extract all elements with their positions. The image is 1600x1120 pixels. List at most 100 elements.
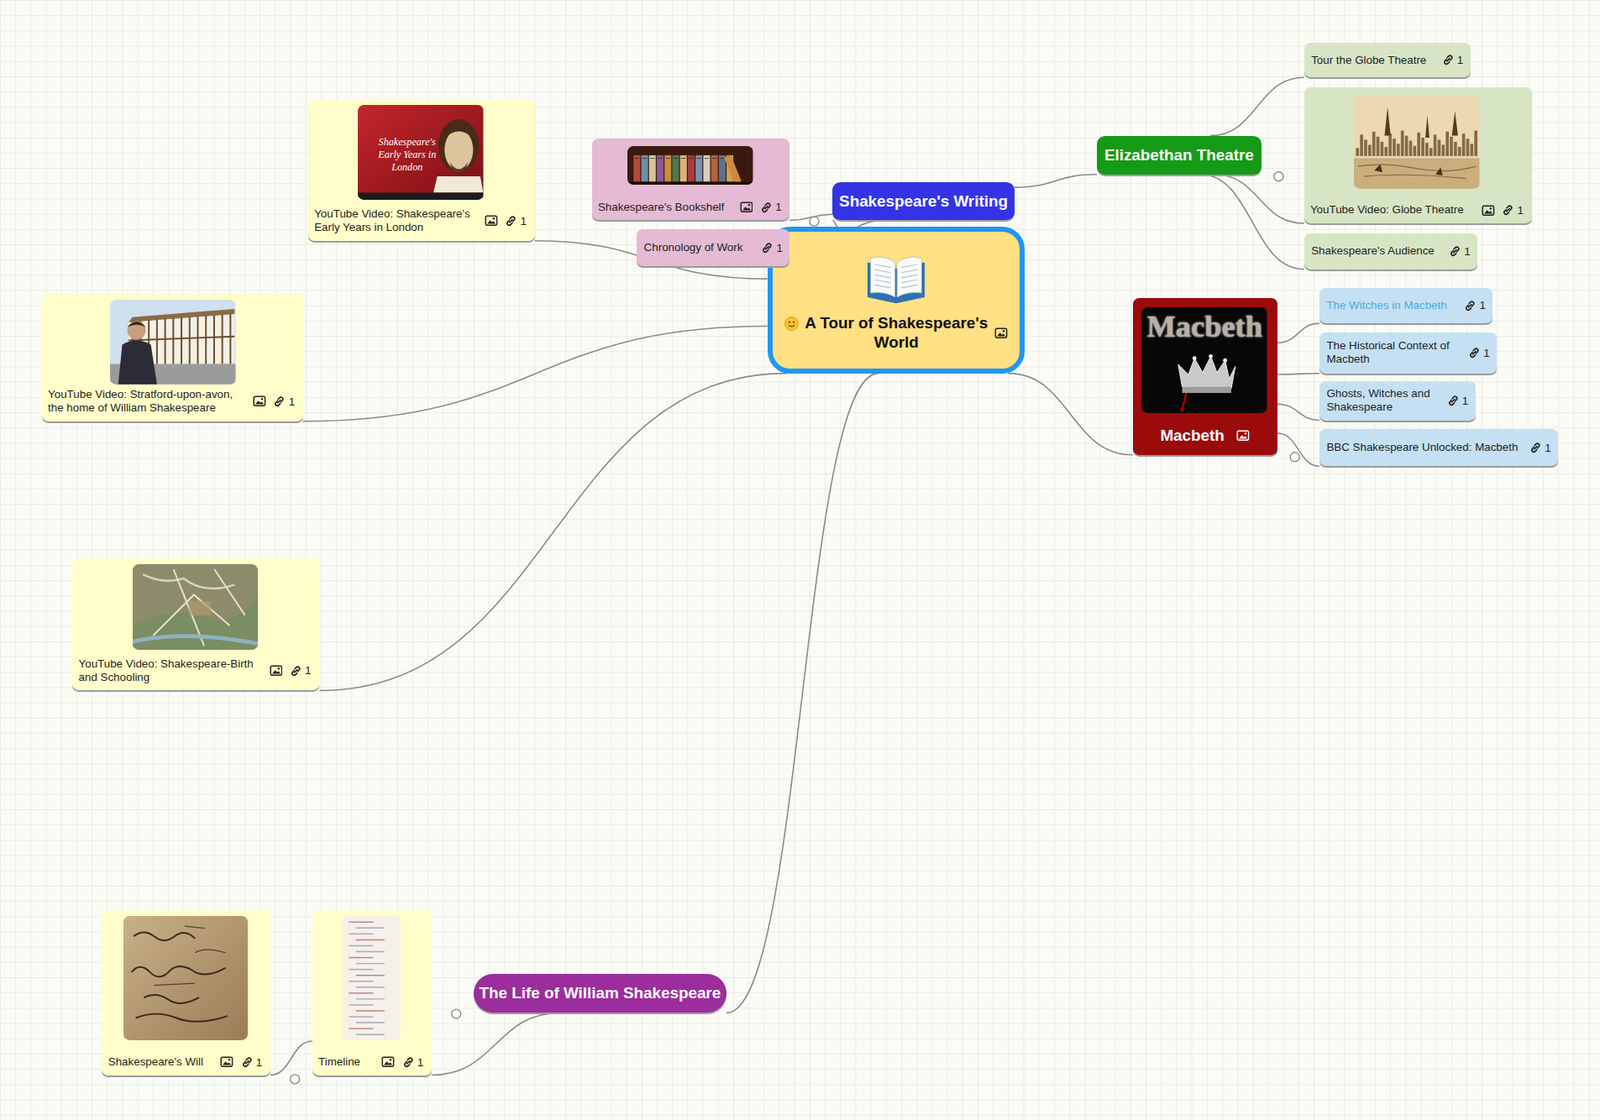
thumbnail-image-part-part bbox=[131, 932, 228, 1022]
book-emoji bbox=[863, 250, 929, 308]
main-topic: MacbethMacbeth bbox=[1133, 298, 1279, 456]
image-icon-part-part bbox=[389, 1059, 392, 1061]
thumbnail-image-part-part bbox=[348, 945, 373, 947]
link-icon-part-part bbox=[1504, 209, 1510, 216]
thumbnail-image-part-part bbox=[697, 157, 703, 159]
thumbnail-image-part-part bbox=[348, 969, 373, 971]
link-icon-part bbox=[1447, 394, 1460, 408]
thumbnail-image-part-part bbox=[1433, 134, 1438, 157]
thumbnail-image-part-part bbox=[1192, 356, 1197, 361]
caption-row: YouTube Video: Globe Theatre1 bbox=[1310, 203, 1524, 217]
thumbnail-image-part-part bbox=[127, 321, 147, 341]
thumbnail-image-part-part bbox=[156, 319, 158, 364]
thumbnail-image-part-part bbox=[673, 157, 679, 159]
image-icon-part bbox=[1481, 204, 1496, 216]
link-count: 1 bbox=[1468, 346, 1490, 360]
subtopic-label: Timeline bbox=[318, 1055, 375, 1070]
image-icon-part-part bbox=[383, 1062, 393, 1066]
subtopic-card: Timeline 1 bbox=[312, 910, 432, 1076]
thumbnail-image-part-part bbox=[356, 1010, 385, 1012]
thumbnail-image-part-part bbox=[356, 928, 385, 929]
thumbnail-image-part-part bbox=[1405, 136, 1409, 157]
subtopic-label: The Witches in Macbeth bbox=[1326, 299, 1459, 313]
thumbnail-image-part-part bbox=[1353, 94, 1480, 189]
link-icon-part bbox=[1529, 441, 1543, 455]
thumbnail-image-part-part bbox=[128, 336, 235, 341]
thumbnail-image-part-part bbox=[357, 104, 483, 200]
thumbnail-image-part-part bbox=[356, 986, 385, 988]
thumbnail-image-part-part bbox=[1182, 393, 1187, 410]
caption-row: Shakespeare's Bookshelf1 bbox=[598, 200, 782, 215]
thumbnail-image-part-part bbox=[1182, 386, 1232, 393]
thumbnail-image-part-part bbox=[127, 321, 147, 328]
link-count-number: 1 bbox=[1457, 53, 1464, 67]
caption-row: Macbeth bbox=[1138, 426, 1272, 446]
thumbnail-image-part-part bbox=[656, 155, 664, 183]
branch-connector bbox=[1014, 174, 1097, 188]
thumbnail-image-part-part bbox=[188, 317, 191, 365]
thumbnail-image-part-part bbox=[1400, 130, 1405, 156]
book-emoji-part-part bbox=[901, 269, 918, 273]
link-icon-part-part bbox=[403, 1061, 410, 1067]
image-icon-part-part bbox=[493, 217, 495, 220]
thumbnail-image-part-part bbox=[703, 155, 711, 183]
thumbnail-image-part-part bbox=[1392, 138, 1396, 157]
thumbnail-image-part-part bbox=[152, 569, 245, 646]
book-emoji-part-part bbox=[874, 264, 891, 268]
thumbnail-image bbox=[342, 916, 401, 1041]
branch-dot bbox=[290, 1075, 300, 1085]
thumbnail-image-part-part bbox=[1421, 137, 1425, 157]
branch-connector bbox=[1200, 174, 1305, 270]
link-count: 1 bbox=[1447, 394, 1469, 408]
thumbnail-image-part-part bbox=[1358, 164, 1477, 179]
thumbnail-image-part-part bbox=[1429, 147, 1433, 157]
book-emoji-part bbox=[863, 250, 929, 308]
thumbnail-image-part-part bbox=[1356, 147, 1360, 157]
link-icon-part bbox=[1463, 299, 1477, 313]
link-icon-part-part bbox=[1468, 304, 1472, 307]
link-icon-part-part bbox=[246, 1058, 252, 1064]
link-icon-part-part bbox=[765, 203, 771, 209]
link-icon bbox=[760, 201, 773, 215]
link-count-number: 1 bbox=[1479, 299, 1485, 312]
thumbnail-image-part-part bbox=[1388, 133, 1392, 157]
thumbnail-image-part-part bbox=[723, 154, 742, 184]
link-count: 1 bbox=[1448, 245, 1471, 258]
link-icon-part-part bbox=[1531, 447, 1538, 453]
link-count: 1 bbox=[241, 1056, 263, 1070]
link-icon-part-part bbox=[765, 246, 769, 250]
thumbnail-image-part-part bbox=[627, 181, 753, 185]
thumbnail-image-part-part bbox=[1466, 138, 1470, 157]
image-icon-part bbox=[1236, 430, 1250, 441]
thumbnail-image-part-part bbox=[695, 155, 703, 183]
thumbnail-image-part-part bbox=[1409, 141, 1413, 157]
image-icon bbox=[269, 665, 284, 677]
link-count-number: 1 bbox=[417, 1056, 424, 1070]
image-icon-part-part bbox=[1244, 432, 1247, 435]
link-count: 1 bbox=[1501, 204, 1524, 217]
thumbnail-image: Shakespeare's Early Years in London bbox=[357, 104, 483, 200]
link-count-number: 1 bbox=[1483, 346, 1490, 360]
thumbnail-image-part-part bbox=[348, 957, 373, 959]
subtopic-card: YouTube Video: Globe Theatre1 bbox=[1304, 87, 1532, 224]
thumbnail-image-part-part bbox=[142, 574, 235, 589]
thumbnail-image-part-part bbox=[704, 157, 710, 159]
subtopic-card: Tour the Globe Theatre1 bbox=[1304, 42, 1471, 78]
link-count-number: 1 bbox=[304, 664, 311, 677]
branch-connector bbox=[1277, 403, 1320, 420]
thumbnail-image-part bbox=[110, 299, 236, 385]
smiley-emoji-part-part bbox=[784, 316, 798, 331]
subtopic-label: YouTube Video: Stratford-upon-avon, the … bbox=[47, 388, 247, 416]
thumbnail-image-part-part bbox=[110, 299, 236, 385]
image-icon-part bbox=[739, 201, 754, 213]
topic-label: The Life of William Shakespeare bbox=[479, 984, 722, 1003]
thumbnail-image-part-part bbox=[356, 1033, 385, 1035]
image-icon bbox=[381, 1056, 395, 1068]
link-icon bbox=[1448, 245, 1462, 258]
subtopic-card: YouTube Video: Stratford-upon-avon, the … bbox=[41, 293, 304, 422]
image-icon-part bbox=[252, 395, 267, 407]
link-icon-part-part bbox=[278, 399, 281, 403]
link-icon-part-part bbox=[1446, 56, 1452, 62]
branch-connector bbox=[303, 326, 768, 422]
thumbnail-image-part-part bbox=[132, 635, 258, 644]
